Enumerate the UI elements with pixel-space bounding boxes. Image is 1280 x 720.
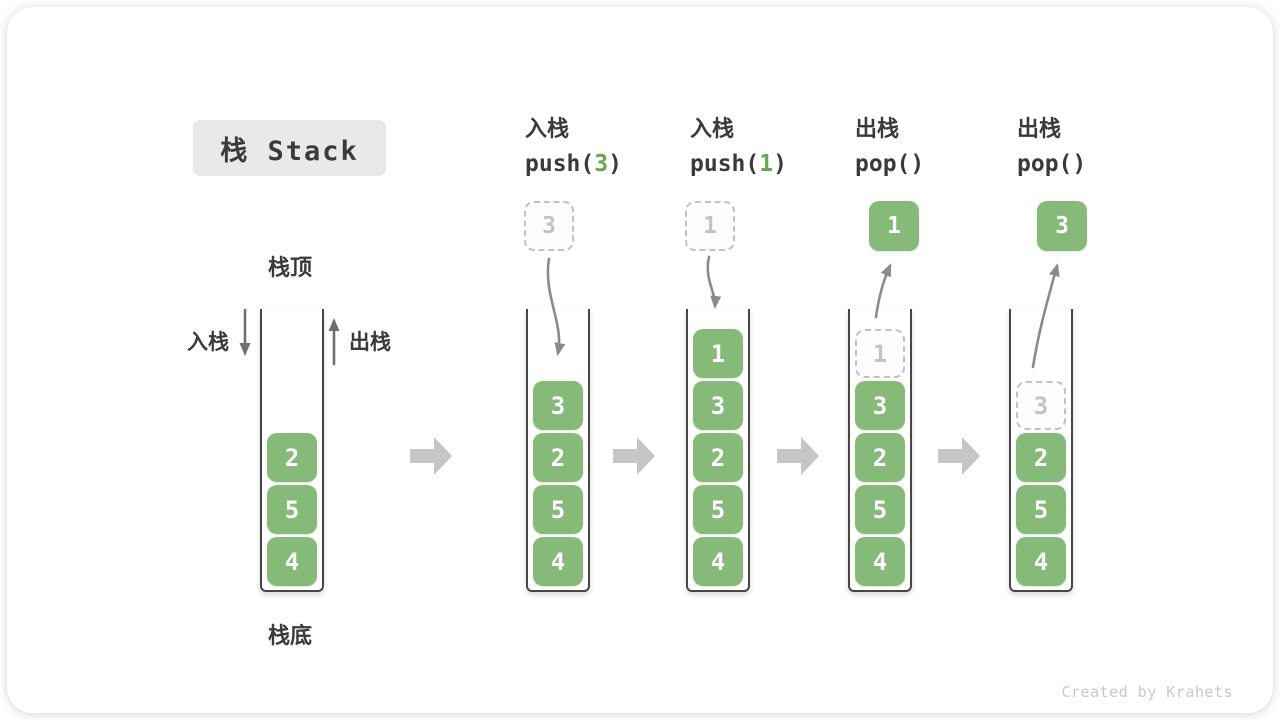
page-title: 栈 Stack (220, 135, 359, 167)
stack-cell: 3 (855, 381, 905, 430)
stack-cell-ghost: 3 (1016, 381, 1066, 430)
flow-arrow-icon (938, 437, 980, 475)
op-column-push-3: 入栈 push(3) (525, 113, 622, 181)
watermark: Created by Krahets (1061, 683, 1233, 701)
title-box: 栈 Stack (193, 120, 386, 176)
op-code: push(3) (525, 147, 622, 181)
op-name: 入栈 (690, 116, 735, 141)
stack-cell: 2 (533, 433, 583, 482)
code-arg: 3 (594, 151, 609, 177)
code-close: ) (608, 151, 622, 177)
stack-cell: 5 (533, 485, 583, 534)
op-name: 出栈 (855, 116, 900, 141)
code-arg: 1 (759, 151, 774, 177)
floating-value-solid: 3 (1037, 201, 1087, 251)
stack-cell: 4 (1016, 537, 1066, 586)
stack-cell: 2 (693, 433, 743, 482)
stack-cell: 3 (533, 381, 583, 430)
code-fn: push( (690, 151, 760, 177)
op-code: pop() (1017, 147, 1086, 181)
stack-cell: 5 (693, 485, 743, 534)
code-close: ) (910, 151, 925, 177)
stack-cell: 3 (693, 381, 743, 430)
stack-cell: 4 (855, 537, 905, 586)
diagram-card: 栈 Stack 入栈 push(3) 入栈 push(1) 出栈 pop() 出… (7, 7, 1273, 713)
flow-arrow-icon (613, 437, 655, 475)
push-1-flow-arrow-icon (706, 255, 722, 309)
stack-cell: 2 (855, 433, 905, 482)
stack-cell: 4 (693, 537, 743, 586)
stack-cell: 1 (693, 329, 743, 378)
flow-arrow-icon (777, 437, 819, 475)
stack-cell: 2 (267, 433, 317, 482)
code-fn: push( (525, 151, 595, 177)
floating-value-dashed: 1 (685, 201, 735, 251)
stack-cell: 5 (267, 485, 317, 534)
flow-arrow-icon (410, 437, 452, 475)
code-fn: pop( (855, 151, 911, 177)
arrows-overlay (239, 255, 1060, 475)
code-close: ) (773, 151, 787, 177)
stack-bottom-label: 栈底 (267, 623, 312, 648)
op-column-pop-1: 出栈 pop() (855, 113, 924, 181)
stack-cell: 5 (1016, 485, 1066, 534)
op-column-pop-3: 出栈 pop() (1017, 113, 1086, 181)
stack-cell: 4 (533, 537, 583, 586)
op-name: 出栈 (1017, 116, 1062, 141)
code-fn: pop( (1017, 151, 1073, 177)
op-code: pop() (855, 147, 924, 181)
op-name: 入栈 (525, 116, 570, 141)
floating-value-dashed: 3 (524, 201, 574, 251)
stack-cell: 2 (1016, 433, 1066, 482)
op-column-push-1: 入栈 push(1) (690, 113, 787, 181)
code-close: ) (1072, 151, 1087, 177)
stack-cell-ghost: 1 (855, 329, 905, 378)
pop-direction-label: 出栈 (349, 331, 391, 354)
push-direction-label: 入栈 (187, 331, 229, 354)
floating-value-solid: 1 (869, 201, 919, 251)
stack-cell: 5 (855, 485, 905, 534)
stack-top-label: 栈顶 (267, 255, 312, 280)
stack-cell: 4 (267, 537, 317, 586)
op-code: push(1) (690, 147, 787, 181)
